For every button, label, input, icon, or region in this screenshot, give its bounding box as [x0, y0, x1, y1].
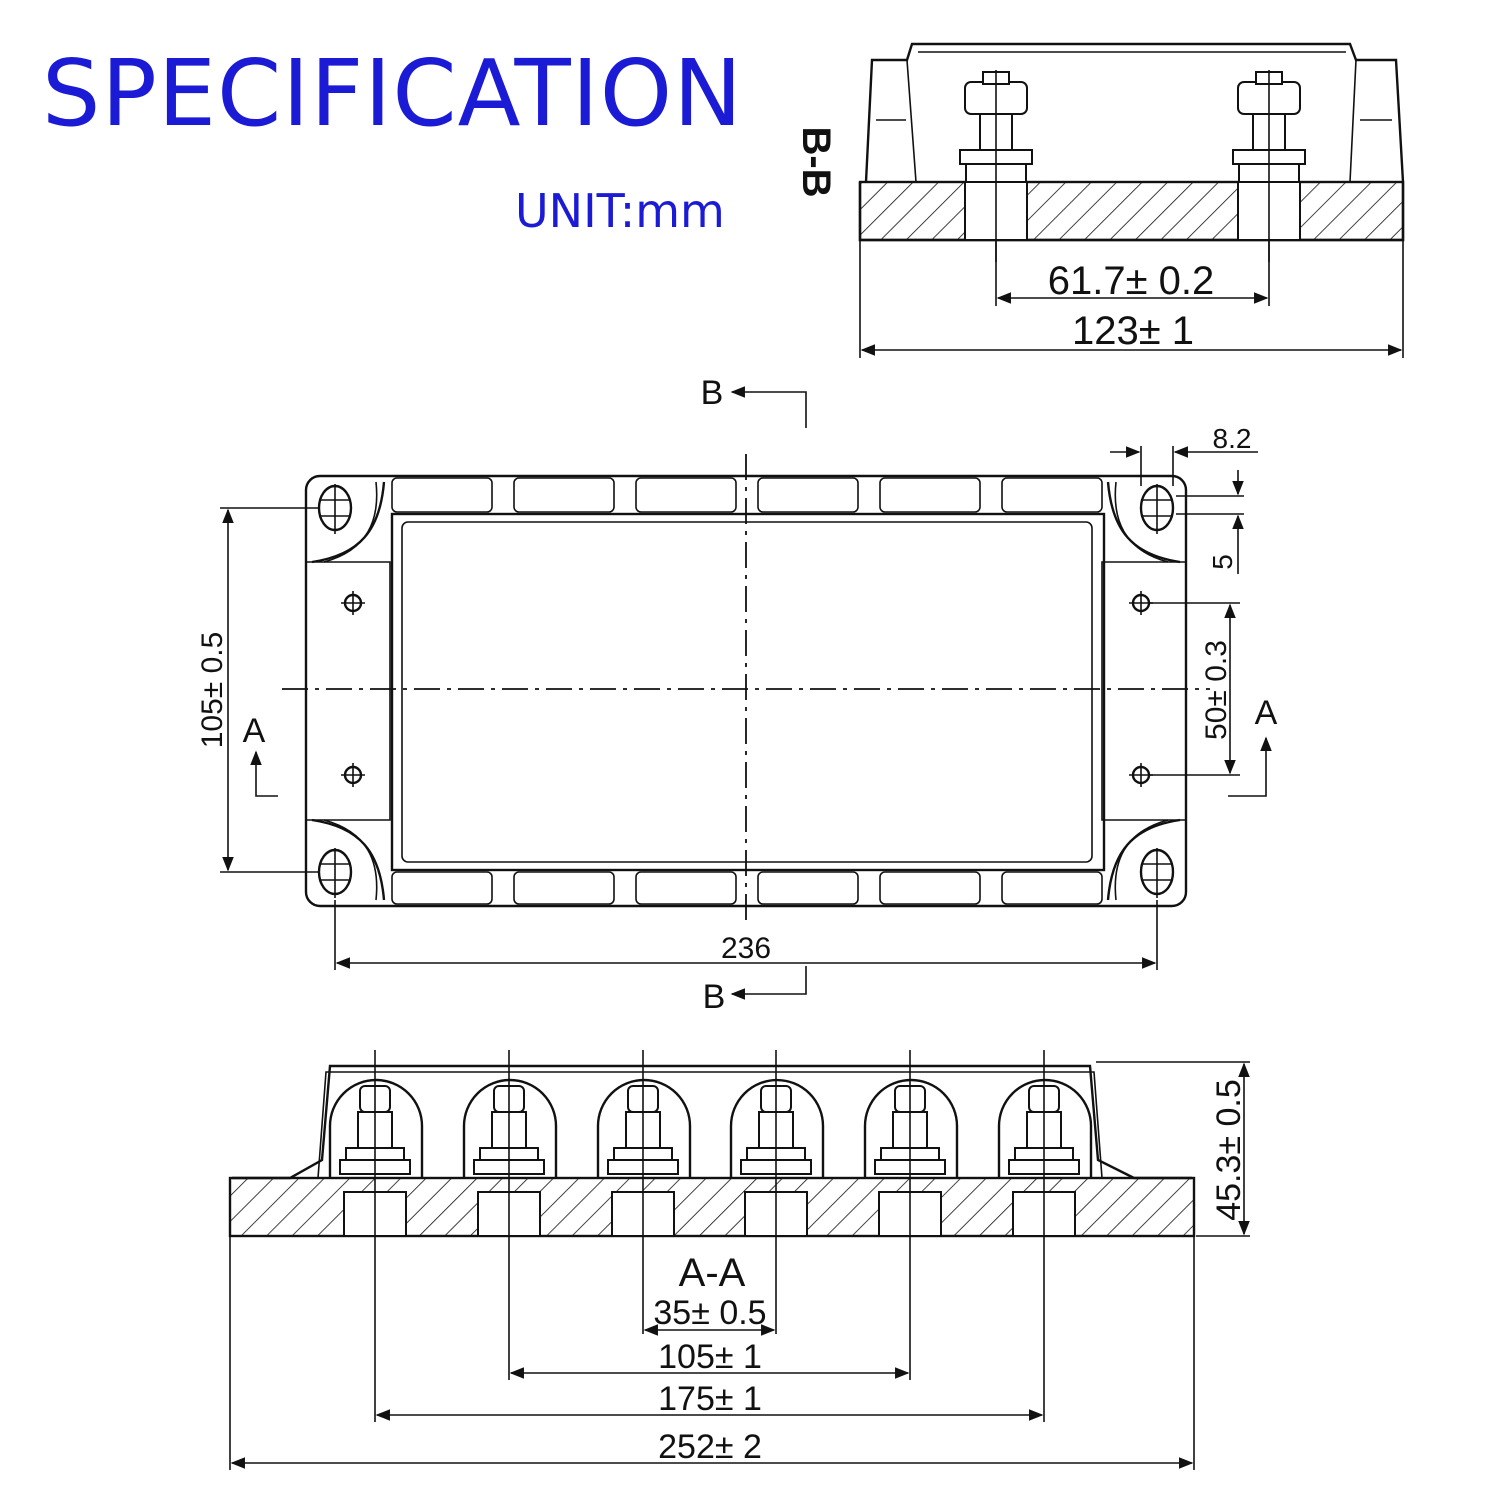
dim-length: 252± 2	[658, 1428, 762, 1466]
top-view: B B A A 105± 0.5 50± 0.3 8.2 5 236	[196, 374, 1278, 1016]
dim-hole-spacing-h: 236	[721, 932, 771, 965]
mounting-holes	[317, 484, 1175, 898]
section-aa-label: A-A	[679, 1251, 746, 1295]
top-terminal-cells	[391, 477, 1103, 905]
cut-b-bottom: B	[703, 978, 726, 1016]
dim-hole-dia: 8.2	[1213, 423, 1252, 454]
dim-pin-spacing: 50± 0.3	[1200, 640, 1233, 740]
dim-terminal-pitch: 61.7± 0.2	[1048, 259, 1215, 303]
bb-base-section	[858, 180, 1405, 242]
section-bb-view: 61.7± 0.2 123± 1 B-B	[794, 42, 1405, 358]
dim-aa-height: 45.3± 0.5	[1210, 1079, 1248, 1221]
pin-marks	[341, 591, 1153, 787]
cut-b-top: B	[701, 374, 724, 412]
cut-a-right: A	[1255, 694, 1278, 732]
dim-span-outer: 175± 1	[658, 1380, 762, 1418]
cut-a-left: A	[243, 712, 266, 750]
dim-edge-offset: 5	[1207, 554, 1238, 570]
dim-pitch: 35± 0.5	[653, 1294, 766, 1332]
bb-terminal-left	[959, 70, 1033, 262]
aa-terminals	[328, 1050, 1093, 1245]
unit-label: UNIT:mm	[515, 184, 725, 238]
dim-hole-spacing-v: 105± 0.5	[196, 632, 229, 749]
dim-span-inner: 105± 1	[658, 1338, 762, 1376]
bb-terminal-right	[1232, 70, 1306, 262]
section-bb-label: B-B	[794, 126, 838, 197]
dim-bb-height: 123± 1	[1072, 309, 1194, 353]
section-aa-view: 45.3± 0.5 A-A 35± 0.5 105± 1 175± 1 252±…	[228, 1050, 1250, 1470]
page-title: SPECIFICATION	[42, 40, 744, 147]
